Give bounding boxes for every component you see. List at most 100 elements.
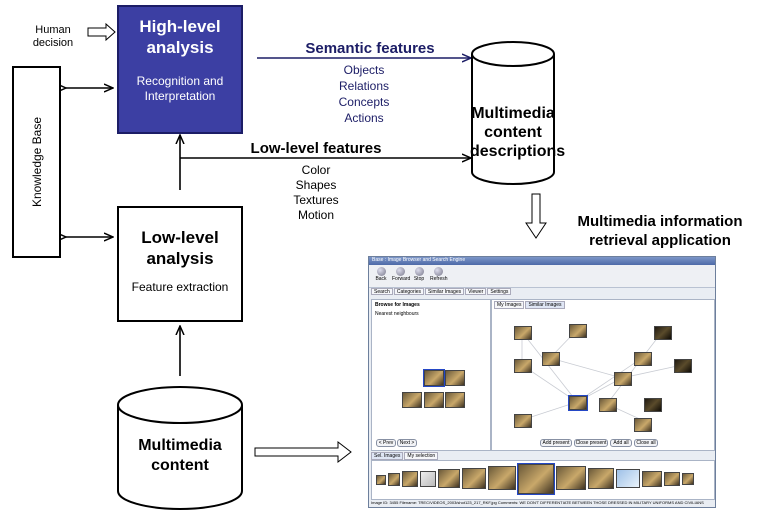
- browse-pane: Browse for Images Nearest neighbours < P…: [371, 299, 491, 451]
- strip-thumb[interactable]: [388, 473, 400, 486]
- content-cylinder: [117, 386, 243, 510]
- screenshot-toolbar: Back Forward Stop Refresh: [369, 265, 715, 288]
- descriptions-line1: Multimedia: [471, 105, 555, 122]
- result-strip: [371, 460, 715, 500]
- knowledge-base-box: Knowledge Base: [12, 66, 61, 258]
- browse-subheader: Nearest neighbours: [375, 311, 419, 317]
- feature-item-textures: Textures: [293, 193, 339, 207]
- low-level-sub: Feature extraction: [131, 280, 229, 294]
- low-level-title-1: Low-level: [141, 228, 219, 247]
- content-label: Multimedia content: [118, 436, 242, 476]
- tab-my-selection[interactable]: My selection: [404, 452, 439, 460]
- tab-viewer[interactable]: Viewer: [465, 288, 487, 295]
- application-line2: retrieval application: [589, 232, 731, 249]
- close-all-button[interactable]: Close all: [634, 439, 658, 447]
- high-level-title-2: analysis: [146, 38, 214, 57]
- forward-label: Forward: [392, 276, 411, 282]
- graph-thumb[interactable]: [634, 352, 652, 366]
- human-decision-line1: Human: [35, 24, 71, 36]
- high-level-sub-2: Interpretation: [144, 89, 216, 103]
- semantic-features-title: Semantic features: [305, 40, 435, 57]
- strip-thumb[interactable]: [438, 469, 460, 488]
- status-bar: Image ID: 3455 Filename: TREC/VIDEOS_200…: [371, 500, 704, 505]
- strip-thumb[interactable]: [556, 466, 586, 490]
- back-icon: [376, 267, 386, 276]
- graph-thumb[interactable]: [599, 398, 617, 412]
- browse-thumb[interactable]: [423, 369, 445, 387]
- browse-thumb[interactable]: [402, 392, 422, 408]
- application-label: Multimedia information retrieval applica…: [552, 212, 768, 250]
- descriptions-line3: descriptions: [470, 143, 566, 160]
- back-label: Back: [375, 276, 387, 282]
- semantic-item-relations: Relations: [338, 79, 390, 93]
- graph-thumb[interactable]: [674, 359, 692, 373]
- graph-thumb[interactable]: [514, 414, 532, 428]
- strip-thumb[interactable]: [588, 468, 614, 489]
- strip-thumb[interactable]: [376, 475, 386, 485]
- strip-thumb[interactable]: [642, 471, 662, 487]
- strip-thumb[interactable]: [682, 473, 694, 485]
- stop-button[interactable]: Stop: [411, 266, 427, 286]
- low-level-title-2: analysis: [146, 249, 214, 268]
- screenshot-titlebar: Base : Image Browser and Search Engine: [369, 257, 715, 265]
- forward-button[interactable]: Forward: [392, 266, 411, 286]
- feature-item-color: Color: [301, 163, 331, 177]
- strip-tabs: Sel. Images My selection: [371, 452, 439, 460]
- graph-thumb[interactable]: [568, 395, 588, 411]
- graph-thumb[interactable]: [644, 398, 662, 412]
- human-decision-label: Human decision: [24, 24, 82, 50]
- high-level-title-1: High-level: [139, 17, 221, 36]
- graph-thumb[interactable]: [634, 418, 652, 432]
- feature-item-motion: Motion: [297, 208, 335, 222]
- screenshot-tabs: Search Categories Similar Images Viewer …: [369, 288, 715, 295]
- tab-settings[interactable]: Settings: [487, 288, 512, 295]
- tab-similar-images[interactable]: Similar Images: [425, 288, 465, 295]
- strip-thumb[interactable]: [616, 469, 640, 488]
- content-line2: content: [151, 457, 209, 474]
- application-screenshot: Base : Image Browser and Search Engine B…: [368, 256, 716, 508]
- strip-thumb[interactable]: [664, 472, 680, 486]
- content-line1: Multimedia: [138, 437, 222, 454]
- strip-thumb[interactable]: [402, 471, 418, 487]
- semantic-item-objects: Objects: [343, 63, 385, 77]
- browse-thumb[interactable]: [445, 370, 465, 386]
- stop-icon: [414, 267, 424, 276]
- low-level-analysis-box: Low-level analysis Feature extraction: [117, 206, 243, 322]
- strip-thumb[interactable]: [420, 471, 436, 487]
- semantic-features-list: Objects Relations Concepts Actions: [314, 62, 414, 126]
- graph-tabs: My Images Similar Images: [494, 301, 565, 309]
- prev-button[interactable]: < Prev: [376, 439, 396, 447]
- refresh-label: Refresh: [430, 276, 448, 282]
- graph-thumb[interactable]: [614, 372, 632, 386]
- next-button[interactable]: Next >: [397, 439, 417, 447]
- tab-my-images[interactable]: My Images: [494, 301, 525, 309]
- graph-thumb[interactable]: [542, 352, 560, 366]
- graph-thumb[interactable]: [654, 326, 672, 340]
- refresh-button[interactable]: Refresh: [430, 266, 448, 286]
- strip-thumb-selected[interactable]: [517, 463, 555, 495]
- add-present-button[interactable]: Add present: [540, 439, 572, 447]
- tab-sel-images[interactable]: Sel. Images: [371, 452, 404, 460]
- graph-thumb[interactable]: [514, 359, 532, 373]
- back-button[interactable]: Back: [373, 266, 389, 286]
- add-all-button[interactable]: Add all: [610, 439, 632, 447]
- semantic-item-concepts: Concepts: [338, 95, 390, 109]
- graph-thumb[interactable]: [569, 324, 587, 338]
- refresh-icon: [433, 267, 443, 276]
- tab-graph-similar[interactable]: Similar Images: [525, 301, 565, 309]
- stop-label: Stop: [413, 276, 425, 282]
- browse-thumb[interactable]: [445, 392, 465, 408]
- low-level-features-list: Color Shapes Textures Motion: [266, 163, 366, 223]
- browse-thumb[interactable]: [424, 392, 444, 408]
- knowledge-base-label: Knowledge Base: [29, 116, 44, 208]
- tab-categories[interactable]: Categories: [393, 288, 425, 295]
- close-present-button[interactable]: Close present: [574, 439, 608, 447]
- semantic-item-actions: Actions: [344, 111, 384, 125]
- low-level-features-title: Low-level features: [250, 140, 382, 157]
- descriptions-line2: content: [484, 124, 542, 141]
- strip-thumb[interactable]: [462, 468, 486, 489]
- strip-thumb[interactable]: [488, 466, 516, 490]
- graph-thumb[interactable]: [514, 326, 532, 340]
- tab-search[interactable]: Search: [371, 288, 393, 295]
